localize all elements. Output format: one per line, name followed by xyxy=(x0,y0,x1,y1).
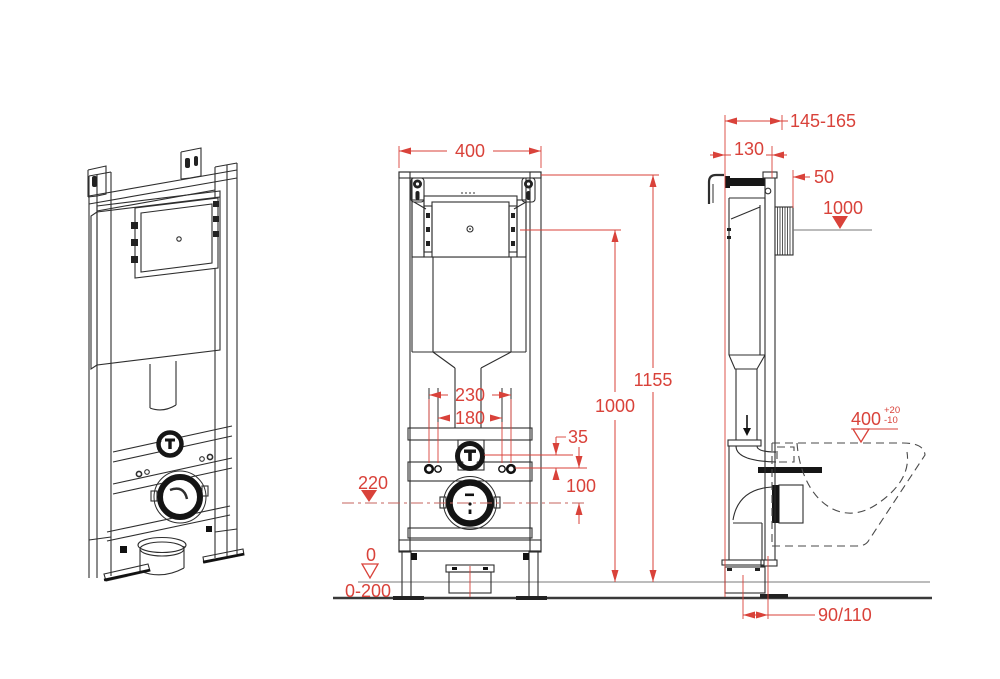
dim-foot-adjust-range: 0-200 xyxy=(344,581,392,601)
dim-inlet-drain-gap: 100 xyxy=(565,476,597,496)
dim-bowl-rim-tol-minus: -10 xyxy=(884,415,898,426)
dim-front-width: 400 xyxy=(454,141,486,161)
panel-clips xyxy=(131,201,219,263)
side-view xyxy=(707,171,872,598)
dim-drain-wall-offset: 90/110 xyxy=(818,605,872,625)
dim-depth-range: 145-165 xyxy=(790,111,857,131)
dim-bowl-rim-tol-plus: +20 xyxy=(884,405,901,416)
dim-bolt-spacing-inner: 180 xyxy=(454,408,486,428)
dimension-lines xyxy=(342,115,898,619)
isometric-view xyxy=(87,147,245,582)
dim-side-flush-height: 1000 xyxy=(822,198,864,218)
dim-plate-clearance: 50 xyxy=(814,167,835,187)
floor-lines xyxy=(333,581,932,600)
dim-floor-level: 0 xyxy=(365,545,377,565)
dim-front-flush-height: 1000 xyxy=(594,396,636,416)
dim-bolt-spacing-outer: 230 xyxy=(454,385,486,405)
dim-drain-centre-height: 220 xyxy=(357,473,389,493)
dim-frame-depth: 130 xyxy=(733,139,765,159)
dim-overall-height: 1155 xyxy=(633,370,673,390)
dim-bowl-rim-height: 400 xyxy=(851,409,882,429)
dim-inlet-offset: 35 xyxy=(568,427,589,447)
front-view xyxy=(393,171,547,600)
toilet-bowl-outline xyxy=(771,442,926,547)
